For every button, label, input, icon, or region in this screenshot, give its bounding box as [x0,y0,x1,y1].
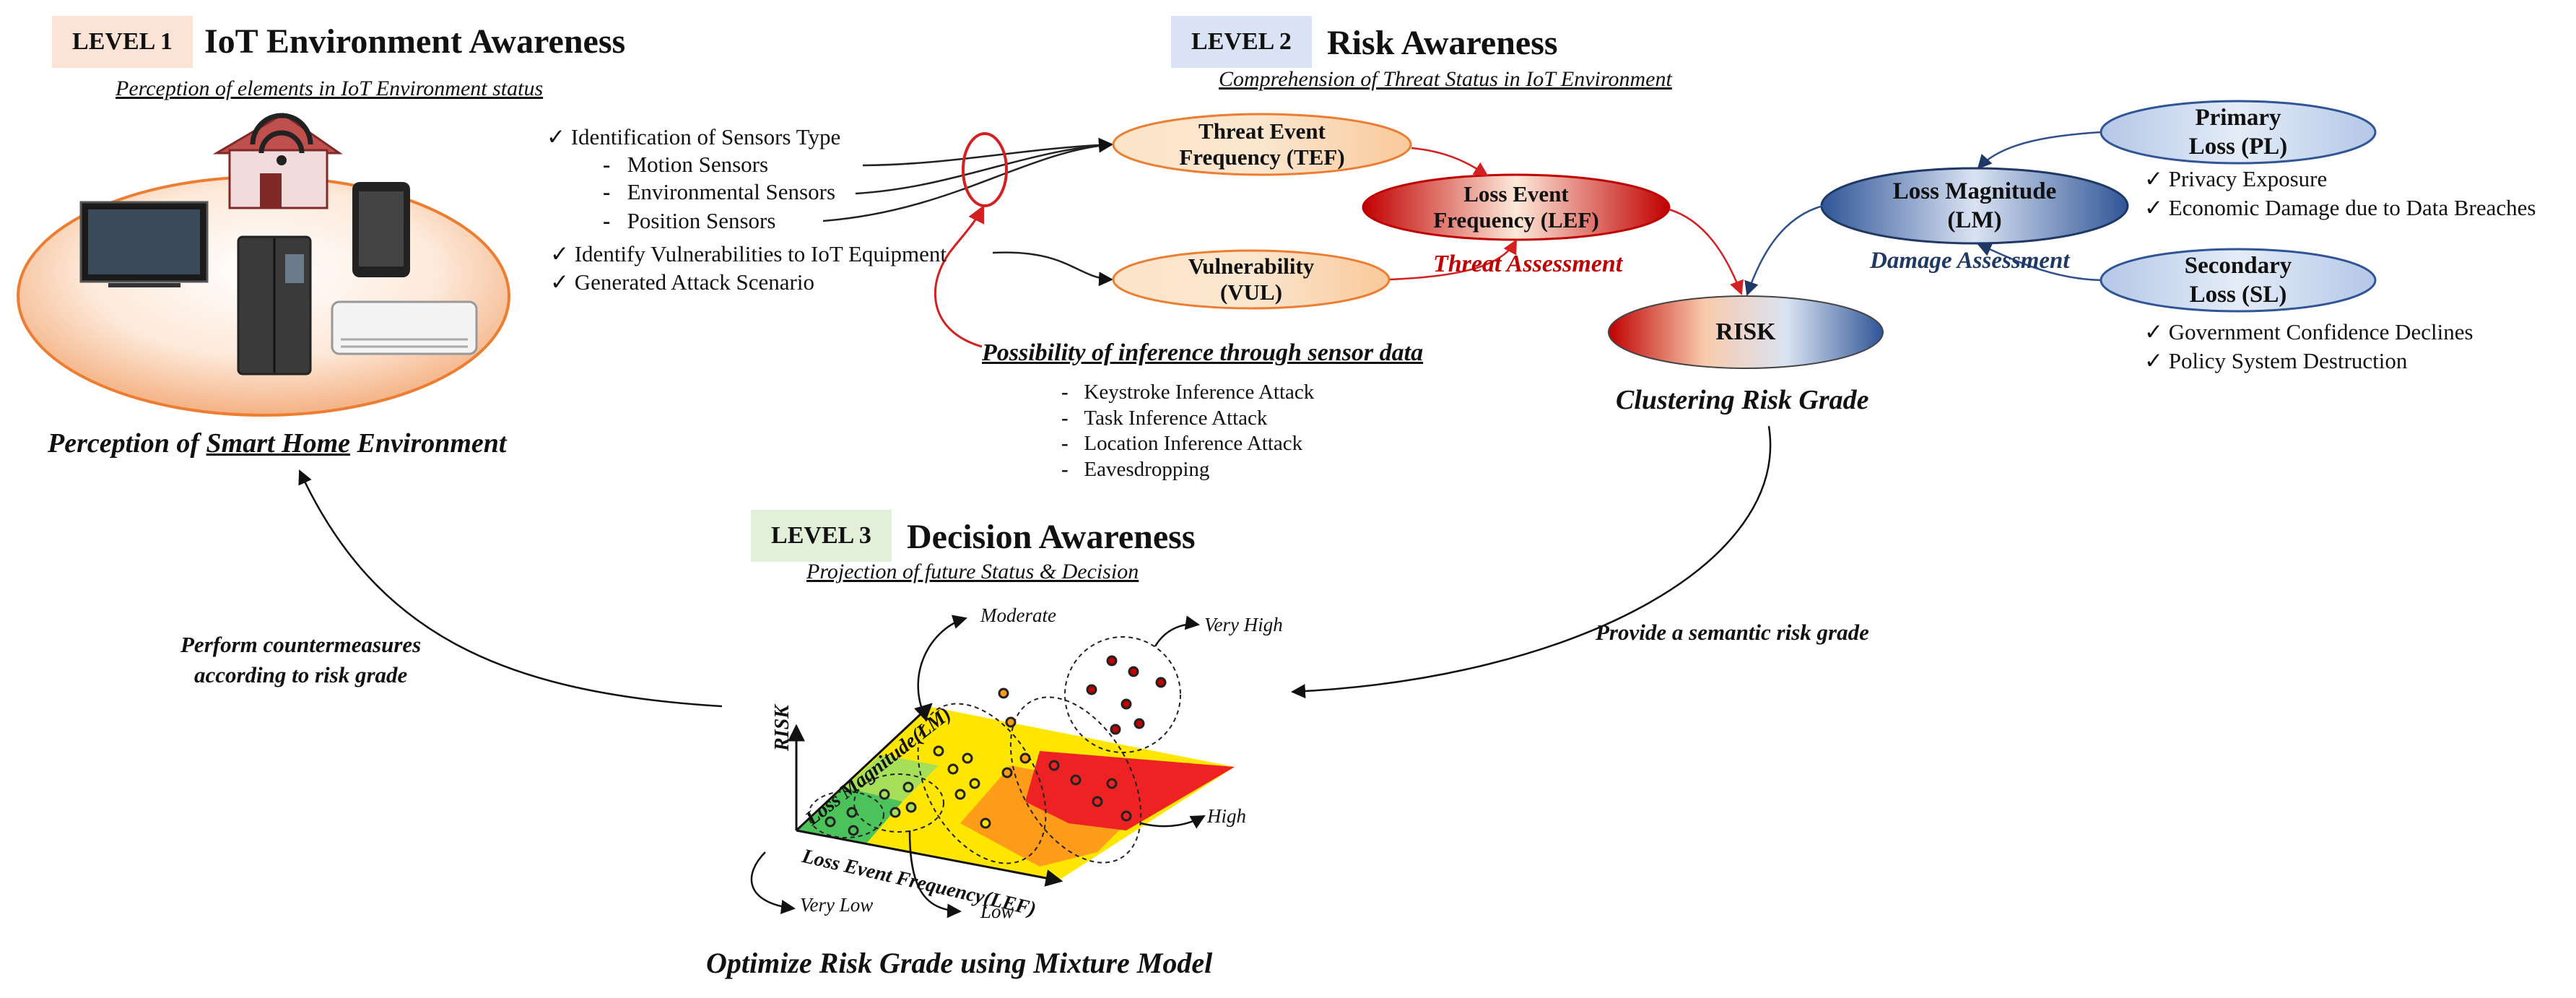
keystroke-item: Keystroke Inference Attack [1061,381,1314,404]
loss-magnitude-node: Loss Magnitude(LM) [1892,178,2057,233]
smart-home-caption: Perception of Smart Home Environment [48,428,507,459]
semantic-grade-label: Provide a semantic risk grade [1596,620,1869,645]
semantic-grade-arrow [1291,425,1772,699]
grade-very-high-label: Very High [1204,614,1283,635]
environmental-sensors-item: Environmental Sensors [603,179,835,205]
tef-node-shape [1112,113,1412,176]
fridge-icon [237,235,312,376]
risk-node-shape [1608,295,1884,369]
sensor-highlight-ellipse [962,132,1008,207]
economic-damage-item: Economic Damage due to Data Breaches [2144,195,2536,221]
plot-lightgreen-zone [845,755,939,802]
plot-red-zone [1025,751,1235,830]
grade-high-label: High [1207,805,1246,827]
caption-prefix: Perception of [48,428,206,459]
risk-node: RISK [1715,318,1776,345]
motion-sensors-item: Motion Sensors [603,152,769,178]
level3-subtitle: Projection of future Status & Decision [806,560,1139,583]
inference-title: Possibility of inference through sensor … [982,339,1424,366]
caption-emphasis: Smart Home [206,428,351,459]
grade-low-label: Low [980,901,1014,922]
level2-title: Risk Awareness [1327,24,1558,62]
vul-node-shape [1112,249,1391,310]
location-item: Location Inference Attack [1061,432,1302,456]
level1-title: IoT Environment Awareness [204,22,626,61]
tv-icon [79,201,209,287]
phone-icon [352,182,410,277]
level2-badge: LEVEL 2 [1171,16,1312,68]
damage-assessment-label: Damage Assessment [1870,248,2070,274]
level3-badge: LEVEL 3 [751,510,892,562]
position-sensors-item: Position Sensors [603,208,776,234]
level1-subtitle: Perception of elements in IoT Environmen… [116,77,544,100]
inference-red-arrow [934,204,985,348]
grade-moderate-label: Moderate [980,604,1056,626]
countermeasure-arrow [298,469,723,708]
air-conditioner-icon [331,300,478,355]
house-wifi-icon [212,113,343,209]
vulnerabilities-item: Identify Vulnerabilities to IoT Equipmen… [550,241,947,267]
vul-node: Vulnerability(VUL) [1188,253,1315,305]
government-confidence-item: Government Confidence Declines [2144,319,2473,345]
sensor-type-item: Identification of Sensors Type [547,124,840,150]
risk-plot [750,615,1235,919]
level3-title: Decision Awareness [907,518,1196,556]
threat-assessment-label: Threat Assessment [1433,251,1623,277]
level2-subtitle: Comprehension of Threat Status in IoT En… [1219,67,1672,91]
sensor-to-tef-arrows [822,137,1113,287]
privacy-exposure-item: Privacy Exposure [2144,166,2328,192]
damage-arrows [1744,131,2102,296]
grade-very-low-label: Very Low [800,894,874,916]
threat-arrows [1389,147,1744,295]
policy-destruction-item: Policy System Destruction [2144,348,2408,374]
task-item: Task Inference Attack [1061,407,1267,430]
eavesdropping-item: Eavesdropping [1061,458,1209,482]
level1-badge: LEVEL 1 [52,16,193,68]
level3-caption: Optimize Risk Grade using Mixture Model [706,947,1213,979]
attack-scenario-item: Generated Attack Scenario [550,269,814,295]
plot-risk-axis-label: RISK [771,705,793,751]
caption-suffix: Environment [350,428,507,459]
clustering-risk-caption: Clustering Risk Grade [1616,385,1869,415]
